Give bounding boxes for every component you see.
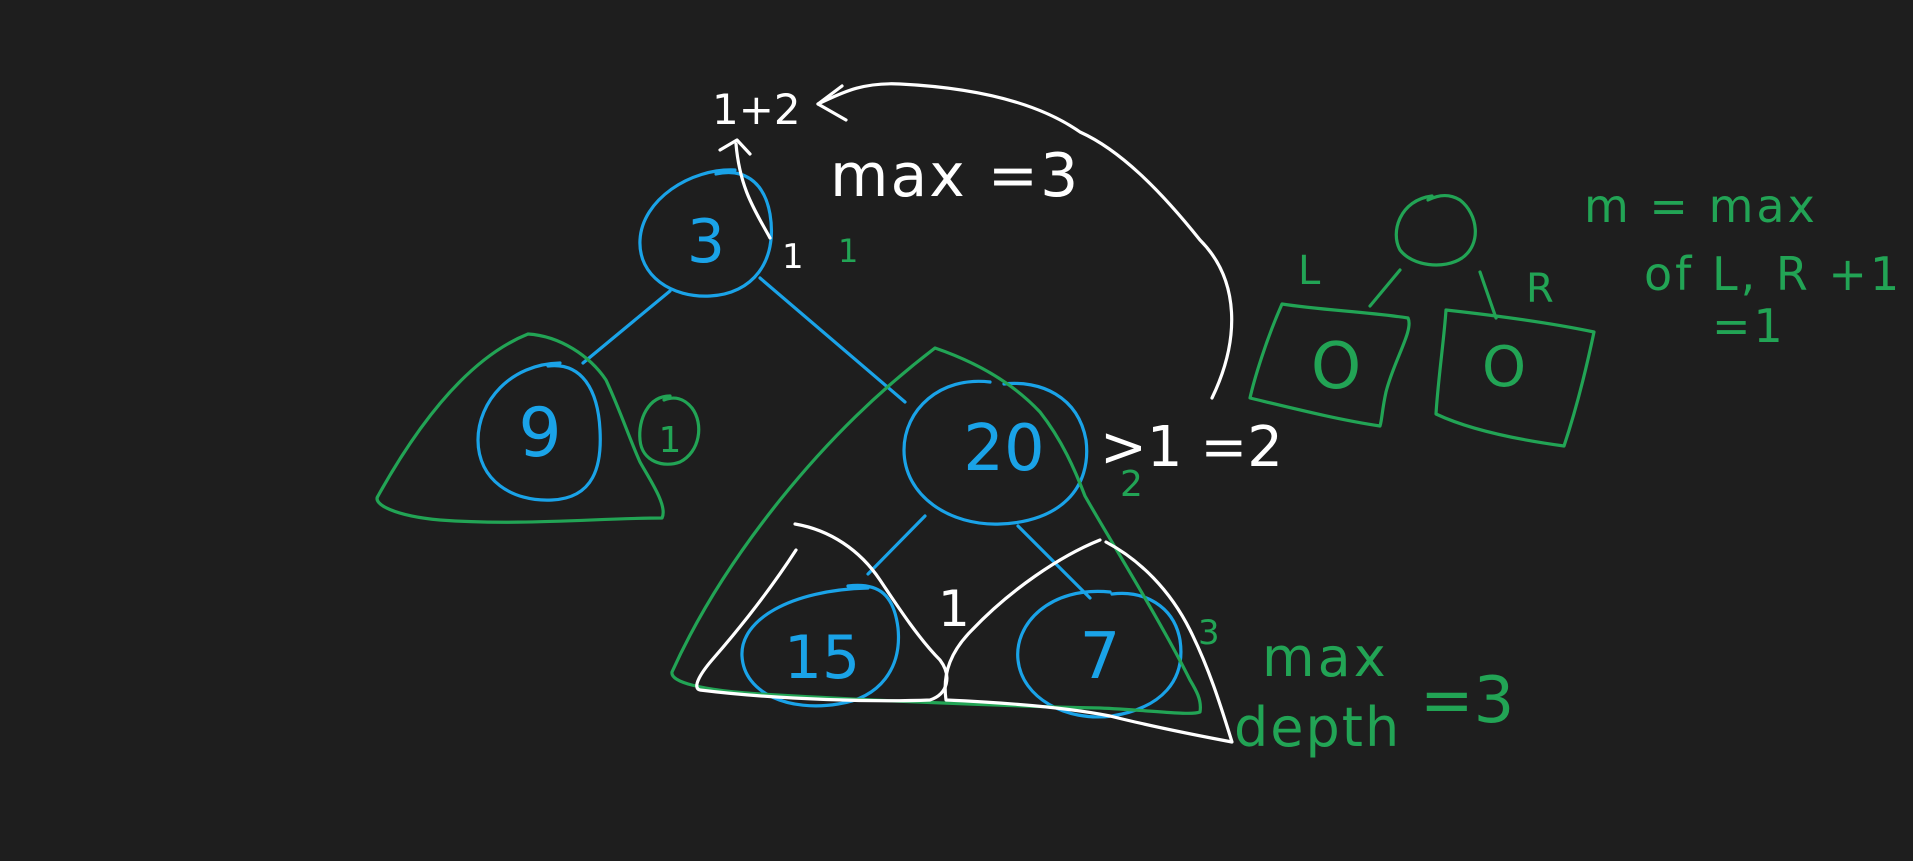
right-depth-green: 2 xyxy=(1120,464,1143,505)
left-depth-label: 1 xyxy=(659,420,682,461)
node-label-9: 9 xyxy=(518,394,561,473)
side-top-node-circle xyxy=(1394,193,1477,267)
bottom-depth-green: 3 xyxy=(1198,613,1220,653)
tree-edges xyxy=(581,276,1092,600)
edge-3-20 xyxy=(758,276,907,404)
max-root-label: max =3 xyxy=(830,141,1080,211)
return-arrow xyxy=(816,82,1234,400)
formula-line-2: of L, R +1 xyxy=(1644,247,1902,301)
side-node-label: O xyxy=(1408,191,1460,268)
side-left-box xyxy=(1248,302,1411,428)
node-circle-15 xyxy=(740,583,901,708)
left-leaf-triangle xyxy=(695,522,949,703)
left-depth-circle xyxy=(638,394,701,466)
node-circle-9 xyxy=(476,361,602,502)
node-circle-20 xyxy=(902,379,1089,526)
side-left-label: L xyxy=(1298,248,1321,294)
arrow-root-up xyxy=(718,138,772,240)
node-label-3: 3 xyxy=(687,207,725,277)
side-right-label: R xyxy=(1526,266,1554,312)
max-depth-value: =3 xyxy=(1420,664,1514,738)
root-mark-white: 1 xyxy=(782,237,804,277)
side-left-box-value: O xyxy=(1311,330,1361,404)
children-mark: 1 xyxy=(938,580,970,638)
white-subtree-outlines xyxy=(695,522,1234,744)
top-sum-label: 1+2 xyxy=(712,85,801,134)
max-depth-word-max: max xyxy=(1262,626,1389,689)
node-label-15: 15 xyxy=(784,623,860,693)
side-link-right xyxy=(1478,270,1498,320)
right-subtree-triangle xyxy=(670,346,1202,715)
edge-20-15 xyxy=(866,514,927,576)
side-right-box-value: O xyxy=(1482,335,1526,400)
left-subtree-triangle xyxy=(375,332,665,524)
node-circle-3 xyxy=(638,168,773,298)
side-diagram-outlines xyxy=(1248,193,1596,448)
formula-line-3: =1 xyxy=(1712,299,1786,353)
side-link-left xyxy=(1368,268,1402,308)
green-subtree-outlines xyxy=(375,332,1202,715)
right-expr-label: >1 =2 xyxy=(1100,415,1283,480)
edge-3-9 xyxy=(581,289,672,365)
right-leaf-triangle xyxy=(943,538,1234,744)
root-mark-green: 1 xyxy=(838,232,858,270)
node-label-7: 7 xyxy=(1080,620,1121,694)
side-right-box xyxy=(1434,308,1596,448)
node-label-20: 20 xyxy=(963,412,1044,486)
max-depth-word-depth: depth xyxy=(1234,696,1401,759)
formula-line-1: m = max xyxy=(1584,179,1818,233)
